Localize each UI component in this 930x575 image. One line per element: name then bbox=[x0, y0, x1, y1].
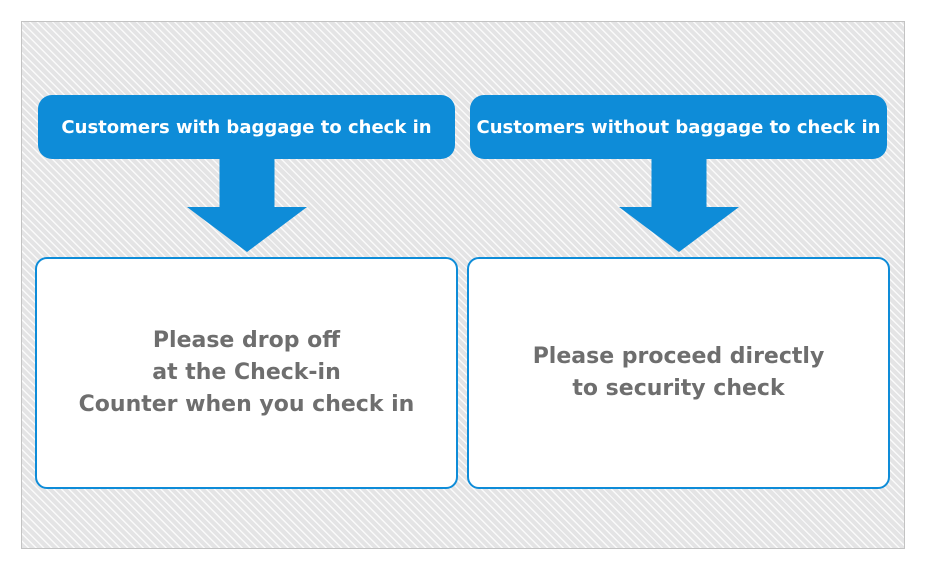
down-arrow-icon bbox=[186, 159, 307, 252]
with-baggage-instruction-box: Please drop off at the Check-in Counter … bbox=[35, 257, 458, 489]
with-baggage-header: Customers with baggage to check in bbox=[38, 95, 455, 159]
instruction-line: Counter when you check in bbox=[78, 392, 415, 417]
down-arrow-icon bbox=[618, 159, 739, 252]
column-with-baggage: Customers with baggage to check in Pleas… bbox=[35, 95, 458, 548]
without-baggage-instruction-box: Please proceed directly to security chec… bbox=[467, 257, 890, 489]
instruction-line: to security check bbox=[572, 376, 785, 401]
instruction-line: at the Check-in bbox=[152, 360, 341, 385]
striped-background-panel: Customers with baggage to check in Pleas… bbox=[21, 21, 905, 549]
instruction-line: Please proceed directly bbox=[532, 344, 825, 369]
flow-columns: Customers with baggage to check in Pleas… bbox=[22, 22, 904, 548]
without-baggage-header: Customers without baggage to check in bbox=[470, 95, 887, 159]
column-without-baggage: Customers without baggage to check in Pl… bbox=[467, 95, 890, 548]
instruction-line: Please drop off bbox=[152, 328, 341, 353]
